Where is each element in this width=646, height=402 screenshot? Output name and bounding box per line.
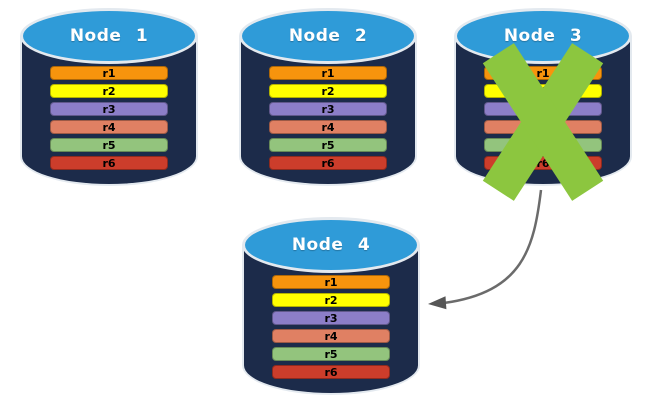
- replica-bar-r3: r3: [50, 102, 168, 116]
- node-cylinder-1: Node 1 r1 r2 r3 r4 r5 r6: [20, 8, 198, 188]
- replica-bar-r1: r1: [272, 275, 390, 289]
- replica-bar-r4: r4: [272, 329, 390, 343]
- cylinder-top: Node 3: [454, 8, 632, 64]
- node-label: Node 3: [503, 26, 583, 46]
- failover-arrowhead-icon: [428, 296, 447, 310]
- replica-bar-r6: r6: [50, 156, 168, 170]
- node-label: Node 1: [69, 26, 149, 46]
- replica-bar-r1: r1: [50, 66, 168, 80]
- cylinder-top: Node 2: [239, 8, 417, 64]
- cylinder-top: Node 4: [242, 217, 420, 273]
- node-cylinder-2: Node 2 r1 r2 r3 r4 r5 r6: [239, 8, 417, 188]
- replica-bar-r3: r3: [269, 102, 387, 116]
- replica-bar-r6: r6: [272, 365, 390, 379]
- failure-x-icon: [481, 43, 605, 201]
- replica-list: r1 r2 r3 r4 r5 r6: [272, 275, 390, 379]
- replica-bar-r5: r5: [272, 347, 390, 361]
- cylinder-top: Node 1: [20, 8, 198, 64]
- replica-bar-r2: r2: [272, 293, 390, 307]
- replica-bar-r5: r5: [50, 138, 168, 152]
- replica-bar-r4: r4: [269, 120, 387, 134]
- node-cylinder-3: Node 3r1r2r3r4r5r6: [454, 8, 632, 201]
- node-cylinder-4: Node 4 r1 r2 r3 r4 r5 r6: [242, 217, 420, 397]
- replica-list: r1 r2 r3 r4 r5 r6: [50, 66, 168, 170]
- node-label: Node 2: [288, 26, 368, 46]
- replica-bar-r5: r5: [269, 138, 387, 152]
- replica-bar-r2: r2: [50, 84, 168, 98]
- replica-bar-r2: r2: [269, 84, 387, 98]
- replica-bar-r6: r6: [269, 156, 387, 170]
- replica-list: r1 r2 r3 r4 r5 r6: [269, 66, 387, 170]
- replica-bar-r1: r1: [269, 66, 387, 80]
- failover-arrow-path: [443, 189, 543, 305]
- node-label: Node 4: [291, 235, 371, 255]
- replica-bar-r4: r4: [50, 120, 168, 134]
- replica-bar-r3: r3: [272, 311, 390, 325]
